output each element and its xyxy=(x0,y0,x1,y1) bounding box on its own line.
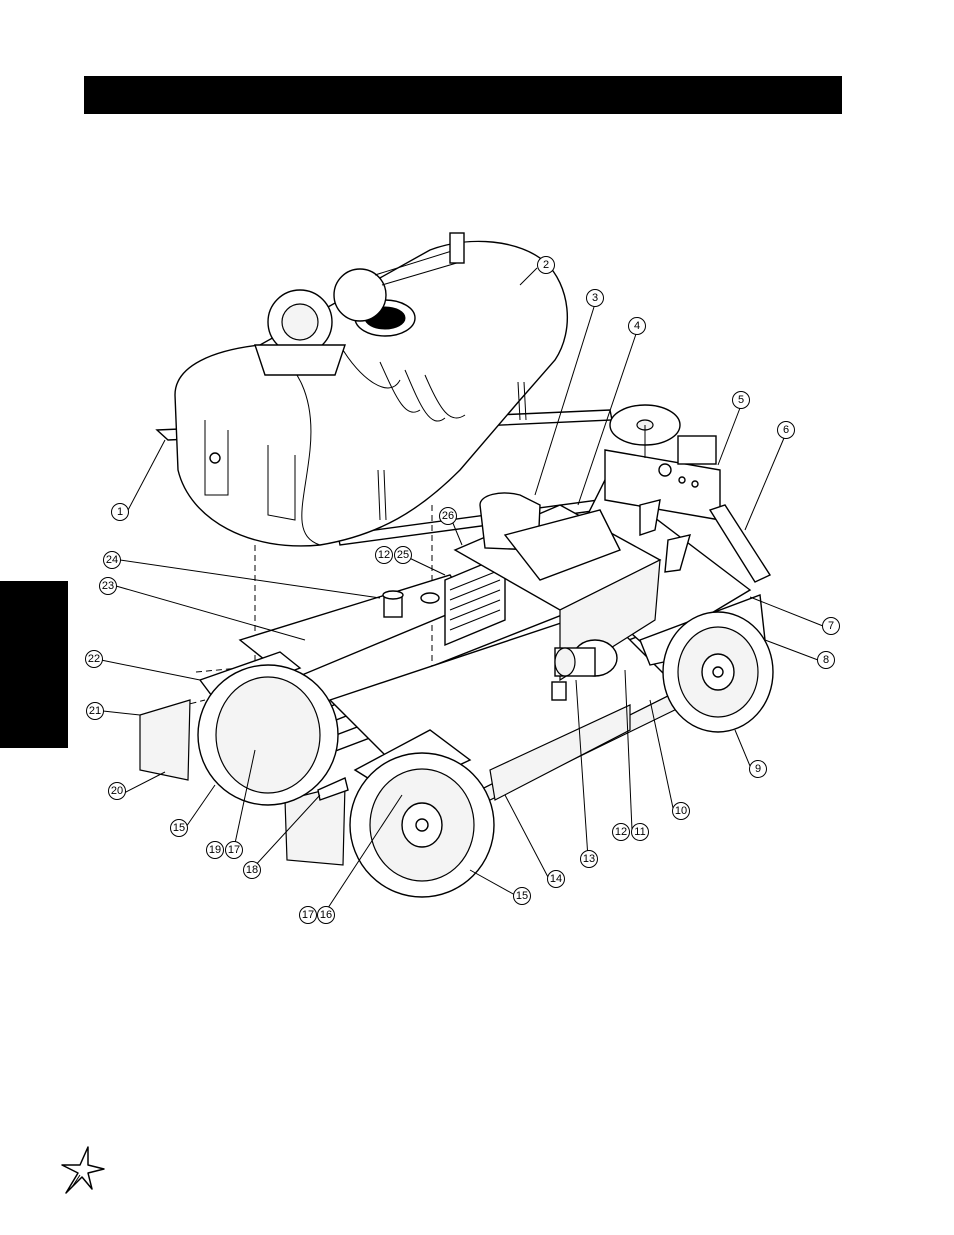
svg-text:8: 8 xyxy=(823,654,829,666)
callout-25: 25 xyxy=(394,546,412,564)
callout-11: 11 xyxy=(631,823,649,841)
svg-text:21: 21 xyxy=(89,705,101,717)
svg-text:1: 1 xyxy=(117,506,123,518)
pedal xyxy=(639,499,661,536)
drive-tube xyxy=(317,777,349,801)
callout-24: 24 xyxy=(103,551,121,569)
callout-17a: 17 xyxy=(225,841,243,859)
svg-text:12: 12 xyxy=(615,826,627,838)
callout-4: 4 xyxy=(628,317,646,335)
oil-filter xyxy=(551,681,567,701)
callout-10: 10 xyxy=(672,802,690,820)
spray-nozzle-fitting xyxy=(449,232,465,264)
rear-tire-right xyxy=(349,752,495,898)
svg-text:22: 22 xyxy=(88,653,100,665)
callout-18: 18 xyxy=(243,861,261,879)
svg-text:16: 16 xyxy=(320,909,332,921)
svg-text:17: 17 xyxy=(228,844,240,856)
title-bar xyxy=(84,76,842,114)
callout-2: 2 xyxy=(537,256,555,274)
callout-9: 9 xyxy=(749,760,767,778)
callout-3: 3 xyxy=(586,289,604,307)
callout-13: 13 xyxy=(580,850,598,868)
svg-text:9: 9 xyxy=(755,763,761,775)
callout-22: 22 xyxy=(85,650,103,668)
callout-15a: 15 xyxy=(170,819,188,837)
tank-drain-valve xyxy=(209,452,221,464)
svg-text:11: 11 xyxy=(634,826,645,838)
callout-17b: 17 xyxy=(299,906,317,924)
wheels xyxy=(197,611,774,898)
svg-text:24: 24 xyxy=(106,554,118,566)
svg-text:13: 13 xyxy=(583,853,595,865)
callout-5: 5 xyxy=(732,391,750,409)
callout-8: 8 xyxy=(817,651,835,669)
svg-text:5: 5 xyxy=(738,394,744,406)
side-panel xyxy=(489,704,631,801)
svg-text:15: 15 xyxy=(516,890,528,902)
hose-reel-bracket xyxy=(254,344,346,376)
svg-text:2: 2 xyxy=(543,259,549,271)
callout-7: 7 xyxy=(822,617,840,635)
svg-text:3: 3 xyxy=(592,292,598,304)
chassis-assembly xyxy=(139,404,772,866)
svg-text:10: 10 xyxy=(675,805,687,817)
callout-1: 1 xyxy=(111,503,129,521)
callout-6: 6 xyxy=(777,421,795,439)
rear-tire-left xyxy=(197,664,339,806)
svg-text:12: 12 xyxy=(378,549,390,561)
svg-text:18: 18 xyxy=(246,864,258,876)
callout-14: 14 xyxy=(547,870,565,888)
mud-flap-left xyxy=(139,699,191,781)
callout-20: 20 xyxy=(108,782,126,800)
svg-text:25: 25 xyxy=(397,549,409,561)
svg-text:19: 19 xyxy=(209,844,221,856)
seat-cushion xyxy=(503,509,621,581)
svg-text:17: 17 xyxy=(302,909,314,921)
front-tire xyxy=(662,611,774,733)
callout-23: 23 xyxy=(99,577,117,595)
fill-opening xyxy=(420,592,440,604)
callout-19: 19 xyxy=(206,841,224,859)
callout-15b: 15 xyxy=(513,887,531,905)
callout-16: 16 xyxy=(317,906,335,924)
steering-arm xyxy=(708,504,772,583)
pedal-guard xyxy=(664,534,691,573)
svg-text:23: 23 xyxy=(102,580,114,592)
callout-26: 26 xyxy=(439,507,457,525)
callout-12a: 12 xyxy=(612,823,630,841)
svg-text:4: 4 xyxy=(634,320,640,332)
svg-text:15: 15 xyxy=(173,822,185,834)
svg-text:26: 26 xyxy=(442,510,454,522)
control-box xyxy=(677,435,717,465)
brand-star-logo-icon xyxy=(61,1146,105,1194)
svg-text:20: 20 xyxy=(111,785,123,797)
section-tab xyxy=(0,581,68,748)
callout-12b: 12 xyxy=(375,546,393,564)
svg-text:7: 7 xyxy=(828,620,834,632)
callout-21: 21 xyxy=(86,702,104,720)
spray-pump-ball xyxy=(333,268,387,322)
svg-text:14: 14 xyxy=(550,873,562,885)
tank-assembly xyxy=(155,232,613,547)
svg-text:6: 6 xyxy=(783,424,789,436)
